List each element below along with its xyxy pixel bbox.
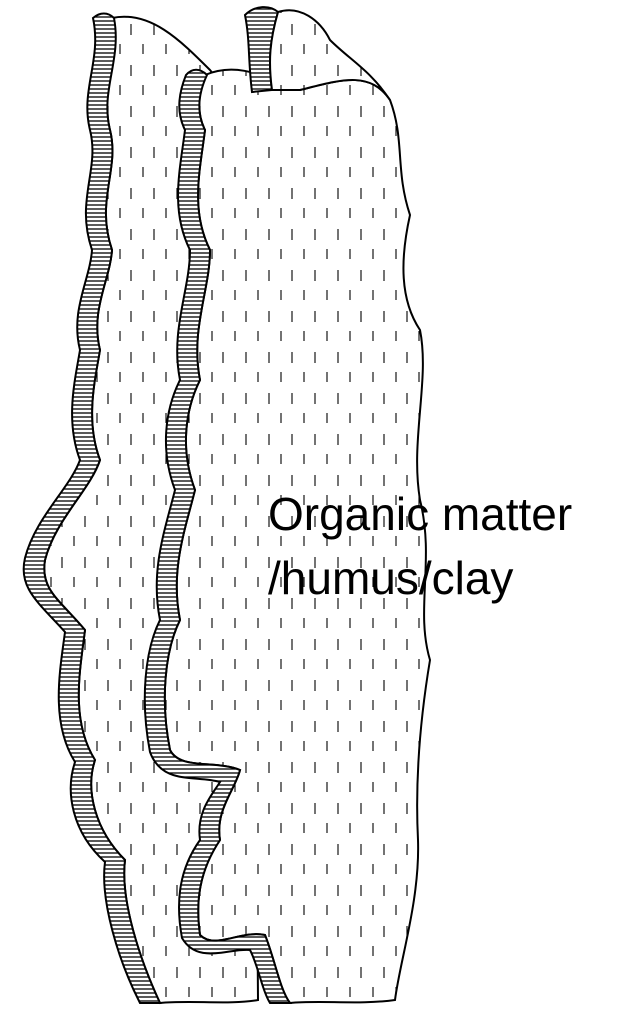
label-line-1: Organic matter <box>268 488 572 540</box>
label-line-2: /humus/clay <box>268 552 513 604</box>
